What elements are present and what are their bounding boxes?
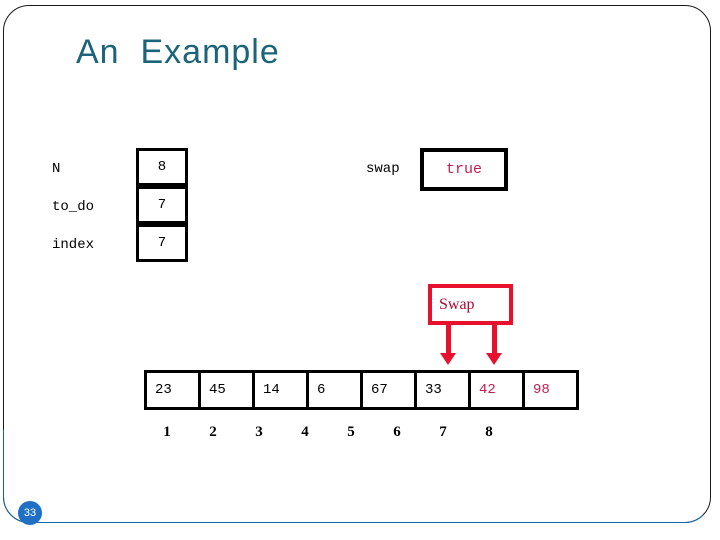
array-index-row: 1 2 3 4 5 6 7 8 <box>144 421 512 443</box>
array-cell: 67 <box>363 373 417 407</box>
array-index-label: 2 <box>209 423 217 440</box>
array-cell: 45 <box>201 373 255 407</box>
array-index-label: 1 <box>163 423 171 440</box>
swap-flag-label: swap <box>366 161 400 177</box>
variable-label-index: index <box>52 237 95 253</box>
array-index-label: 7 <box>439 423 447 440</box>
variable-value-to-do: 7 <box>136 186 188 224</box>
array-cell: 33 <box>417 373 471 407</box>
variable-value-index: 7 <box>136 224 188 262</box>
array-index-label: 4 <box>301 423 309 440</box>
swap-arrow-shaft-right <box>492 325 497 355</box>
array-index-label: 3 <box>255 423 263 440</box>
array-cell: 98 <box>525 373 576 407</box>
array-index-label: 8 <box>485 423 493 440</box>
swap-callout-box: Swap <box>428 284 513 325</box>
slide-frame-border <box>3 5 711 523</box>
swap-arrow-head-right-icon <box>486 353 502 365</box>
swap-arrow-shaft-left <box>446 325 451 355</box>
variable-label-to-do: to_do <box>52 199 95 215</box>
slide-frame-accent-border <box>3 429 711 523</box>
swap-flag-value: true <box>420 148 508 191</box>
array-cell: 6 <box>309 373 363 407</box>
swap-arrow-head-left-icon <box>440 353 456 365</box>
array-cell: 42 <box>471 373 525 407</box>
array-cell: 14 <box>255 373 309 407</box>
page-number-badge: 33 <box>18 501 42 525</box>
variable-value-n: 8 <box>136 148 188 186</box>
array-cell: 23 <box>147 373 201 407</box>
variable-label-n: N <box>52 161 61 177</box>
array-index-label: 5 <box>347 423 355 440</box>
page-title: An Example <box>76 33 280 71</box>
array-index-label: 6 <box>393 423 401 440</box>
